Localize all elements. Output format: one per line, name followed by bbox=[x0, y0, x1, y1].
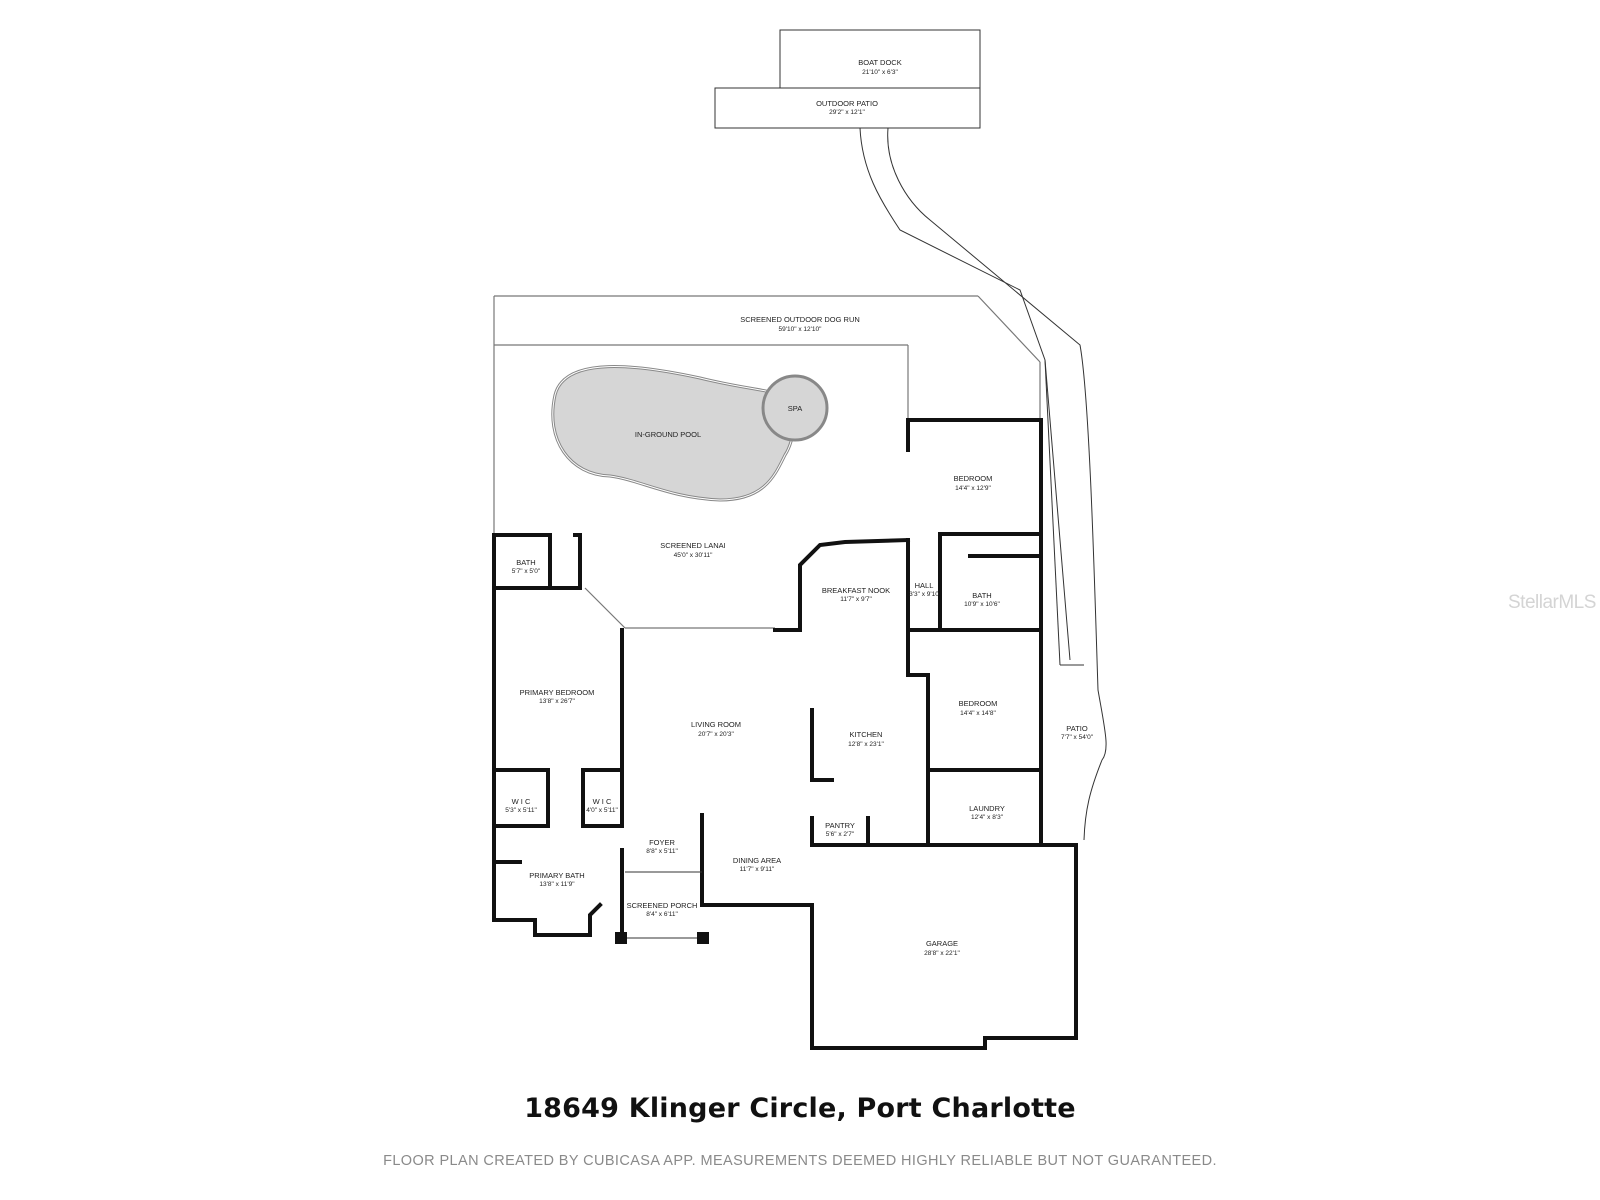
watermark: StellarMLS bbox=[1508, 592, 1596, 613]
boat-dock-label: BOAT DOCK bbox=[858, 58, 901, 67]
room-labels: BOAT DOCK 21'10" x 6'3" OUTDOOR PATIO 29… bbox=[505, 58, 1093, 957]
laundry-label: LAUNDRY bbox=[969, 804, 1005, 813]
patio-dim: 7'7" x 54'0" bbox=[1061, 734, 1094, 741]
pool bbox=[551, 365, 829, 502]
primary-bath-label: PRIMARY BATH bbox=[529, 871, 584, 880]
bath-2-label: BATH bbox=[972, 591, 991, 600]
spa bbox=[761, 374, 829, 442]
dog-run-label: SCREENED OUTDOOR DOG RUN bbox=[740, 315, 860, 324]
screened-porch-dim: 8'4" x 6'11" bbox=[646, 911, 678, 918]
boat-dock-dim: 21'10" x 6'3" bbox=[862, 69, 898, 76]
dog-run bbox=[493, 295, 1041, 420]
laundry-dim: 12'4" x 8'3" bbox=[971, 814, 1004, 821]
boat-dock-area bbox=[714, 29, 981, 129]
bath-small-dim: 5'7" x 5'0" bbox=[512, 568, 541, 575]
house-walls bbox=[492, 418, 1078, 1050]
primary-bath-dim: 13'8" x 11'9" bbox=[539, 881, 575, 888]
dog-run-dim: 59'10" x 12'10" bbox=[779, 326, 823, 333]
bedroom-1-label: BEDROOM bbox=[954, 474, 993, 483]
pantry-label: PANTRY bbox=[825, 821, 855, 830]
breakfast-nook-dim: 11'7" x 9'7" bbox=[840, 596, 872, 603]
kitchen-label: KITCHEN bbox=[850, 730, 883, 739]
screened-porch-label: SCREENED PORCH bbox=[627, 901, 698, 910]
bath-2-dim: 10'9" x 10'6" bbox=[964, 601, 1000, 608]
pantry-dim: 5'6" x 2'7" bbox=[826, 831, 855, 838]
foyer-dim: 8'8" x 5'11" bbox=[646, 848, 678, 855]
lanai-outline bbox=[493, 345, 909, 629]
hall-dim: 3'3" x 9'10 bbox=[909, 591, 939, 598]
bath-small-label: BATH bbox=[516, 558, 535, 567]
property-address: 18649 Klinger Circle, Port Charlotte bbox=[524, 1093, 1076, 1124]
living-room-label: LIVING ROOM bbox=[691, 720, 741, 729]
lanai-label: SCREENED LANAI bbox=[660, 541, 725, 550]
outdoor-patio-dim: 29'2" x 12'1" bbox=[829, 109, 865, 116]
spa-label: SPA bbox=[788, 404, 802, 413]
wic-2-label: W I C bbox=[593, 797, 612, 806]
primary-bedroom-label: PRIMARY BEDROOM bbox=[520, 688, 595, 697]
outdoor-patio-label: OUTDOOR PATIO bbox=[816, 99, 878, 108]
disclaimer: FLOOR PLAN CREATED BY CUBICASA APP. MEAS… bbox=[383, 1153, 1217, 1169]
primary-bedroom-dim: 13'8" x 26'7" bbox=[539, 698, 575, 705]
foyer-label: FOYER bbox=[649, 838, 675, 847]
pool-label: IN-GROUND POOL bbox=[635, 430, 701, 439]
wic-1-dim: 5'3" x 5'11" bbox=[505, 807, 537, 814]
wic-2-dim: 4'0" x 5'11" bbox=[586, 807, 618, 814]
dining-area-label: DINING AREA bbox=[733, 856, 781, 865]
dining-area-dim: 11'7" x 9'11" bbox=[740, 866, 775, 873]
walkway bbox=[859, 127, 1107, 841]
living-room-dim: 20'7" x 20'3" bbox=[698, 731, 734, 738]
patio-label: PATIO bbox=[1066, 724, 1088, 733]
lanai-dim: 45'0" x 30'11" bbox=[674, 552, 713, 559]
bedroom-2-label: BEDROOM bbox=[959, 699, 998, 708]
bedroom-2-dim: 14'4" x 14'8" bbox=[960, 710, 996, 717]
garage-label: GARAGE bbox=[926, 939, 958, 948]
breakfast-nook-label: BREAKFAST NOOK bbox=[822, 586, 890, 595]
kitchen-dim: 12'8" x 23'1" bbox=[848, 741, 884, 748]
garage-dim: 28'8" x 22'1" bbox=[924, 950, 960, 957]
hall-label: HALL bbox=[915, 581, 934, 590]
bedroom-1-dim: 14'4" x 12'9" bbox=[955, 485, 991, 492]
wic-1-label: W I C bbox=[512, 797, 531, 806]
